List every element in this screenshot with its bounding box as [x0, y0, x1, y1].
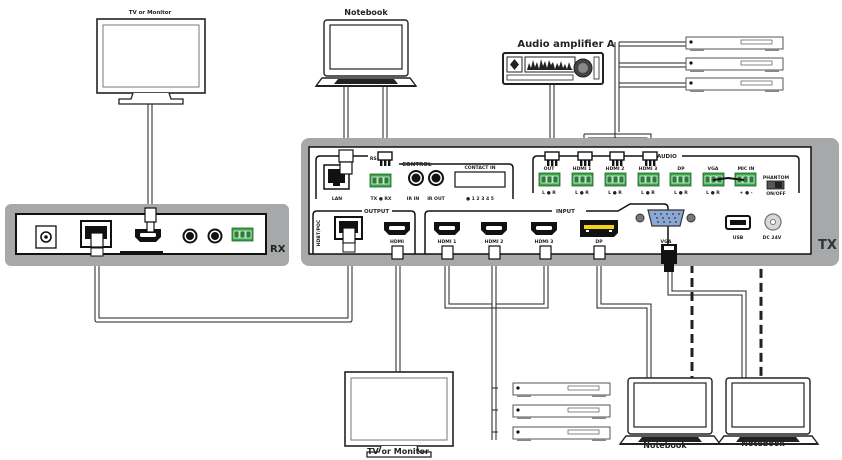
- svg-text:L ● R: L ● R: [608, 190, 622, 196]
- svg-text:L ● R: L ● R: [542, 190, 556, 196]
- cable-dp-to-notebook: [596, 265, 652, 380]
- svg-text:L ● R: L ● R: [706, 190, 720, 196]
- tx-plugs: [338, 149, 677, 272]
- hdmi-in-3-label: HDMI 3: [535, 239, 554, 245]
- svg-text:L ● R: L ● R: [641, 190, 655, 196]
- audio-title: AUDIO: [657, 154, 677, 160]
- svg-text:DP: DP: [677, 166, 685, 172]
- notebook-top: [315, 19, 417, 87]
- source-player-bottom-3: [512, 426, 611, 442]
- contact-pins-label: ● 1 2 3 4 5: [466, 196, 494, 202]
- dc-label: DC 24V: [763, 235, 782, 241]
- audio-port-out: OUT L ● R: [538, 166, 561, 196]
- tv-top: [96, 18, 206, 105]
- tx-rx-label: TX ● RX: [371, 196, 392, 202]
- cable-vga-to-notebook: [667, 270, 747, 380]
- ir-out-label: IR OUT: [427, 196, 445, 202]
- output-title: OUTPUT: [364, 209, 389, 215]
- notebook-bottom-left-label: Notebook: [643, 441, 687, 450]
- hdmi-in-2-label: HDMI 2: [485, 239, 504, 245]
- dp-in-label: DP: [595, 239, 603, 245]
- contact-in-label: CONTACT IN: [464, 165, 495, 171]
- hdmi-in-1-port: [434, 222, 460, 235]
- notebook-bottom-left: [619, 377, 721, 445]
- audio-port-mic-in: MIC IN + ● -: [734, 166, 757, 196]
- tv-top-label: TV or Monitor: [129, 10, 172, 16]
- svg-text:HDMI 1: HDMI 1: [573, 166, 592, 172]
- hdmi-in-1-label: HDMI 1: [438, 239, 457, 245]
- phantom-label: PHANTOM: [763, 175, 790, 181]
- audio-port-hdmi1: HDMI 1 L ● R: [571, 166, 594, 196]
- usb-label: USB: [733, 235, 744, 241]
- tx-label: TX: [818, 238, 837, 253]
- rx-rs232-terminal: [231, 227, 254, 242]
- svg-text:VGA: VGA: [708, 166, 719, 172]
- source-player-top-3: [685, 77, 784, 93]
- audio-amplifier: [502, 52, 604, 85]
- hdmi-in-2-port: [481, 222, 507, 235]
- input-title: INPUT: [556, 209, 575, 215]
- svg-text:MIC IN: MIC IN: [738, 166, 755, 172]
- hdmi-in-3-port: [531, 222, 557, 235]
- svg-text:OUT: OUT: [544, 166, 556, 172]
- rx-hdbt-plug: [90, 232, 104, 257]
- audio-port-hdmi2: HDMI 2 L ● R: [604, 166, 627, 196]
- source-player-bottom-1: [512, 382, 611, 398]
- tv-bottom-label: TV or Monitor: [367, 447, 429, 456]
- phantom-on-off-label: ON/OFF: [766, 191, 786, 197]
- dp-in-port: [580, 220, 618, 237]
- vga-mic-jumper: [712, 176, 745, 181]
- cable-rx-hdmi-to-tv: [147, 95, 153, 215]
- svg-text:L ● R: L ● R: [674, 190, 688, 196]
- cable-hdbt-link: [94, 250, 353, 323]
- source-player-top-2: [685, 57, 784, 73]
- hdmi-out-label: HDMI: [390, 239, 404, 245]
- svg-text:HDMI 2: HDMI 2: [606, 166, 625, 172]
- audio-port-dp: DP L ● R: [669, 166, 692, 196]
- source-player-bottom-2: [512, 404, 611, 420]
- hdbt-poc-label: HDBT/POC: [316, 219, 322, 246]
- svg-text:L ● R: L ● R: [575, 190, 589, 196]
- vga-in-label: VGA: [661, 239, 672, 245]
- hdmi-out-port: [384, 222, 410, 235]
- source-player-top-1: [685, 36, 784, 52]
- cable-hdmi-inputs-to-players: [444, 265, 549, 440]
- vga-in-port: [635, 209, 696, 227]
- notebook-top-label: Notebook: [344, 8, 388, 17]
- rx-label: RX: [270, 244, 286, 255]
- control-title: CONTROL: [402, 162, 432, 168]
- cable-hdmi-out-to-tv: [395, 265, 401, 372]
- tx-transmitter: TX CONTROL CONTACT IN LAN RS-232 TX ● RX…: [301, 138, 839, 266]
- notebook-bottom-right-label: Notebook: [741, 439, 785, 448]
- rs232-terminal: [369, 173, 392, 188]
- audio-port-vga: VGA L ● R: [702, 166, 725, 196]
- notebook-bottom-right: [717, 377, 819, 445]
- amplifier-label: Audio amplifier A: [517, 39, 615, 50]
- tv-bottom: [344, 371, 454, 458]
- ir-in-label: IR IN: [407, 196, 420, 202]
- rx-receiver: RX: [5, 204, 289, 266]
- rx-hdmi-plug: [144, 207, 157, 233]
- svg-text:HDMI 3: HDMI 3: [639, 166, 658, 172]
- svg-text:+ ● -: + ● -: [740, 190, 753, 196]
- lan-label: LAN: [332, 196, 342, 202]
- contact-in-terminal: [454, 171, 506, 188]
- audio-port-hdmi3: HDMI 3 L ● R: [637, 166, 660, 196]
